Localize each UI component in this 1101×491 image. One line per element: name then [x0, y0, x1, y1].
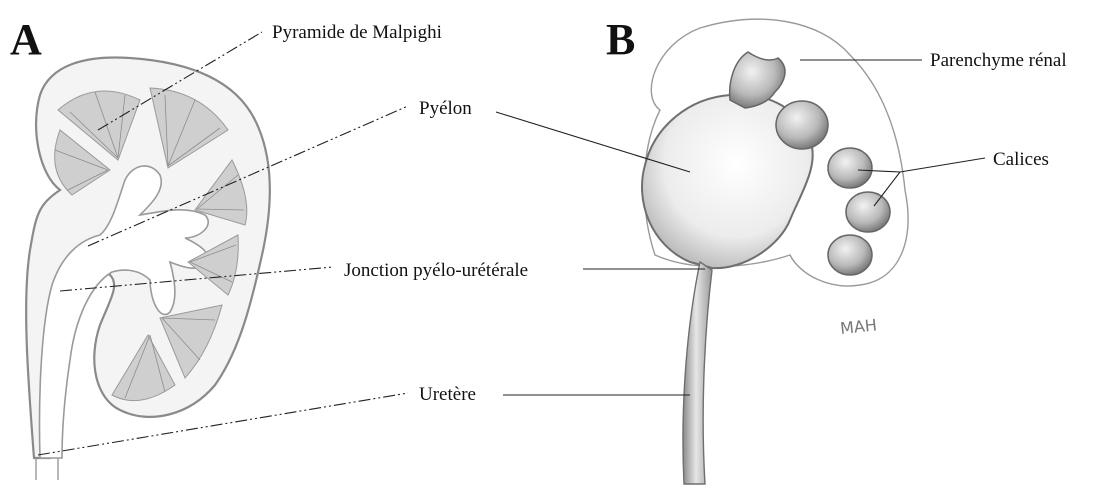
label-pyelon: Pyélon: [419, 98, 472, 119]
panel-b-letter: B: [606, 15, 635, 64]
upper-calyx: [730, 52, 785, 108]
lower-calyces: [828, 148, 890, 275]
panel-a-letter: A: [10, 15, 42, 64]
label-parenchyme: Parenchyme rénal: [930, 50, 1067, 71]
ureter-a: [36, 458, 58, 480]
kidney-section-drawing: [26, 57, 270, 480]
middle-calyx: [776, 101, 828, 149]
label-calices: Calices: [993, 149, 1049, 170]
panel-b: B MAH: [606, 15, 908, 484]
ureter-b: [683, 262, 712, 484]
label-pyramide: Pyramide de Malpighi: [272, 22, 442, 43]
label-uretere: Uretère: [419, 384, 476, 405]
artist-signature: MAH: [839, 315, 878, 338]
panel-a: A: [10, 15, 270, 480]
leader-uretere-a: [38, 393, 408, 455]
label-jonction: Jonction pyélo-urétérale: [344, 260, 528, 281]
kidney-pelvis-drawing: MAH: [642, 19, 908, 484]
